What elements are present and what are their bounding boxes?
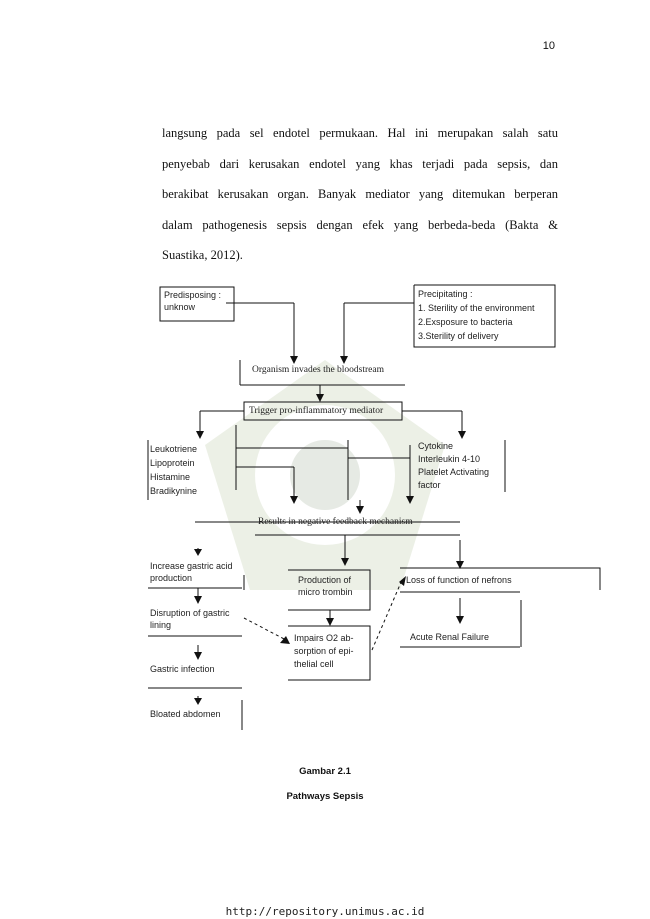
bloated-abdomen-node: Bloated abdomen [150,709,221,719]
acute-renal-failure-node: Acute Renal Failure [410,632,490,642]
page-number: 10 [542,40,555,52]
figure-title: Pathways Sepsis [286,791,364,802]
leukotriene-node: Leukotriene Lipoprotein Histamine Bradik… [150,444,198,496]
figure-number: Gambar 2.1 [299,766,351,777]
body-paragraph: langsung pada sel endotel permukaan. Hal… [162,118,558,271]
loss-of-function-node: Loss of function of nefrons [406,575,512,585]
impairs-node: Impairs O2 ab- sorption of epi- thelial … [294,633,354,669]
gastric-infection-node: Gastric infection [150,664,215,674]
disruption-node: Disruption of gastric lining [150,608,230,630]
gastric-acid-node: Increase gastric acid production [150,561,233,583]
precipitating-box: Precipitating : 1. Sterility of the envi… [418,289,535,341]
organism-node: Organism invades the bloodstream [252,365,385,375]
trigger-node: Trigger pro-inflammatory mediator [249,406,384,416]
footer-url: http://repository.unimus.ac.id [225,905,425,918]
cytokine-node: Cytokine Interleukin 4-10 Platelet Activ… [418,441,490,490]
paragraph-line: berakibat kerusakan organ. Banyak mediat… [162,187,558,201]
production-node: Production of micro trombin [298,575,353,597]
results-node: Results in negative feedback mechanism [258,517,413,527]
predisposing-box: Predisposing : unknow [164,290,222,312]
paragraph-line: Suastika, 2012). [162,248,243,262]
paragraph-line: langsung pada sel endotel permukaan. Hal… [162,126,558,140]
paragraph-line: dalam pathogenesis sepsis dengan efek ya… [162,217,558,232]
paragraph-line: penyebab dari kerusakan endotel yang kha… [162,156,558,171]
